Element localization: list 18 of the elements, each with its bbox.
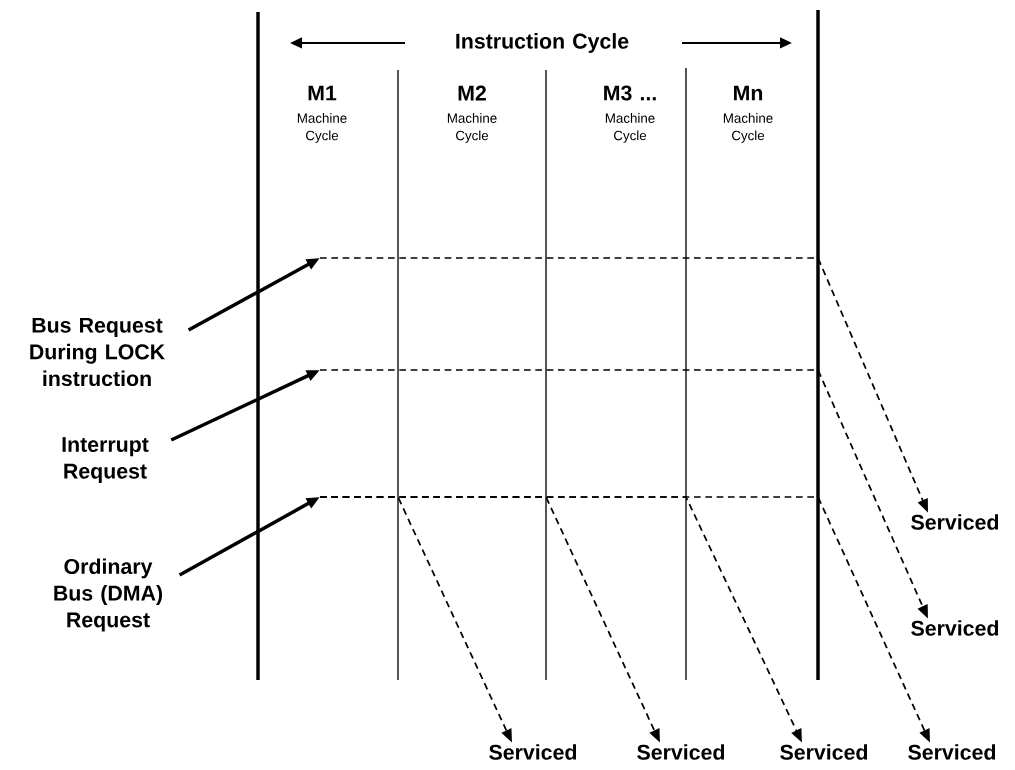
serviced-label: Serviced <box>489 744 577 760</box>
cycle-caption: Machine Cycle <box>723 113 773 143</box>
serviced-label: Serviced <box>908 744 996 760</box>
cycle-caption: Machine Cycle <box>605 113 655 143</box>
cycle-name: M2 <box>458 85 486 101</box>
cycle-caption: Machine Cycle <box>297 113 347 143</box>
request-label: Ordinary Bus (DMA) Request <box>54 558 163 632</box>
request-label: Bus Request During LOCK instruction <box>30 317 165 387</box>
serviced-label: Serviced <box>911 620 999 636</box>
title-label: Instruction Cycle <box>456 33 629 53</box>
request-label: Interrupt Request <box>62 437 149 483</box>
serviced-label: Serviced <box>780 744 868 760</box>
serviced-label: Serviced <box>637 744 725 760</box>
serviced-label: Serviced <box>911 514 999 530</box>
cycle-name: Mn <box>734 85 763 101</box>
cycle-caption: Machine Cycle <box>447 113 497 143</box>
cycle-name: M3 ... <box>604 85 656 101</box>
cycle-name: M1 <box>308 85 337 101</box>
